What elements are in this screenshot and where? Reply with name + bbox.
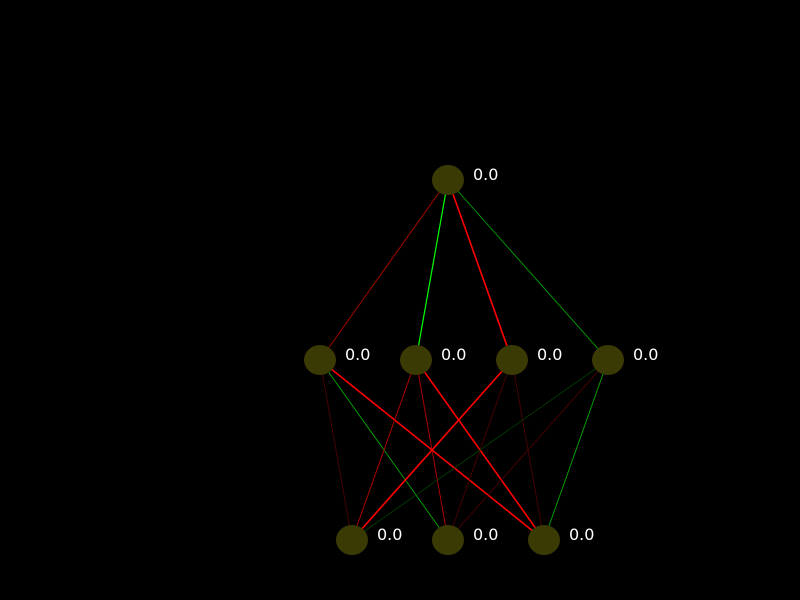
edge-i1-h3 <box>447 359 609 541</box>
edge-i2-h3 <box>543 359 609 541</box>
edge-h1-o0 <box>415 179 449 361</box>
edge-h3-o0 <box>447 179 609 361</box>
node-h3: 0.0 <box>592 345 658 375</box>
edge-h2-o0 <box>447 179 513 361</box>
node-i2: 0.0 <box>528 525 594 555</box>
edge-h0-o0 <box>319 179 449 361</box>
node-h0: 0.0 <box>304 345 370 375</box>
node-h1: 0.0 <box>400 345 466 375</box>
node-circle <box>336 525 368 555</box>
edge-i0-h2 <box>351 359 513 541</box>
node-circle <box>496 345 528 375</box>
node-value-label: 0.0 <box>473 525 498 544</box>
node-value-label: 0.0 <box>633 345 658 364</box>
node-value-label: 0.0 <box>345 345 370 364</box>
node-i0: 0.0 <box>336 525 402 555</box>
node-circle <box>432 525 464 555</box>
edges-layer <box>319 179 609 541</box>
node-circle <box>432 165 464 195</box>
node-h2: 0.0 <box>496 345 562 375</box>
node-value-label: 0.0 <box>441 345 466 364</box>
node-circle <box>400 345 432 375</box>
node-value-label: 0.0 <box>473 165 498 184</box>
node-value-label: 0.0 <box>569 525 594 544</box>
edge-i0-h0 <box>319 359 353 541</box>
node-i1: 0.0 <box>432 525 498 555</box>
node-circle <box>592 345 624 375</box>
node-circle <box>528 525 560 555</box>
node-value-label: 0.0 <box>377 525 402 544</box>
node-circle <box>304 345 336 375</box>
node-o0: 0.0 <box>432 165 498 195</box>
edge-i0-h3 <box>351 359 609 541</box>
node-value-label: 0.0 <box>537 345 562 364</box>
edge-i0-h1 <box>351 359 417 541</box>
nodes-layer: 0.0 0.0 0.0 0.0 0.0 0.0 0.0 0.0 <box>304 165 658 555</box>
